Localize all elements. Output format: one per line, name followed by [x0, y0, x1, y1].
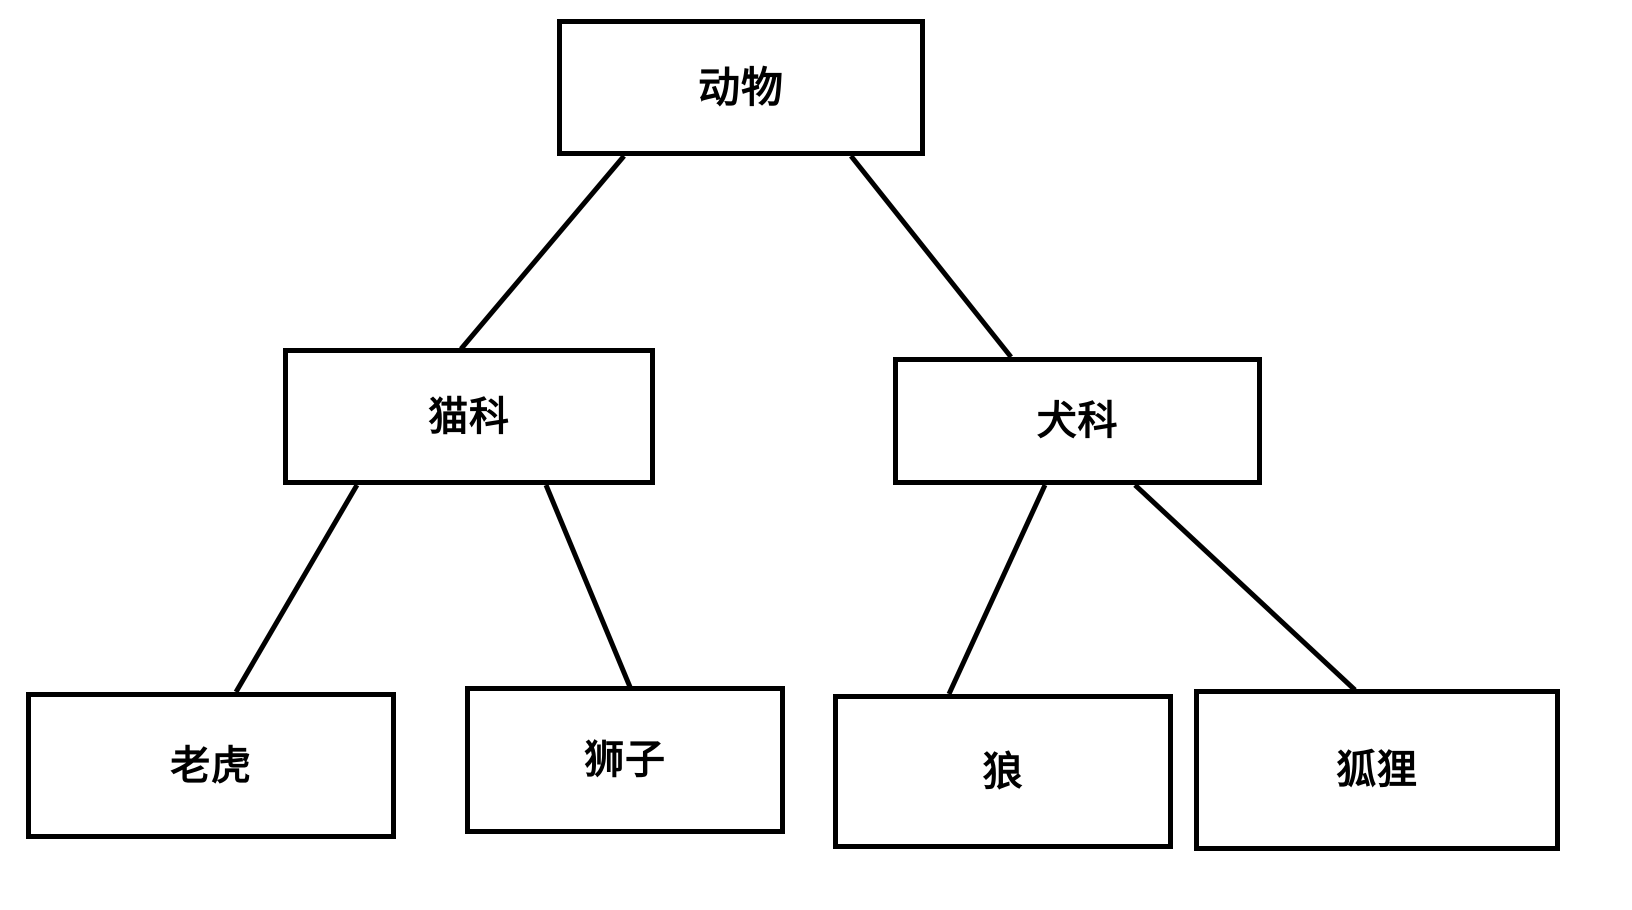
edge-root-to-canidae — [849, 154, 1013, 359]
node-lion[interactable]: 狮子 — [465, 686, 785, 834]
edge-felidae-to-tiger — [233, 483, 360, 694]
node-tiger-label: 老虎 — [170, 742, 252, 789]
node-felidae[interactable]: 猫科 — [283, 348, 655, 485]
node-wolf[interactable]: 狼 — [833, 694, 1173, 849]
node-lion-label: 狮子 — [584, 737, 666, 783]
edge-canidae-to-wolf — [946, 483, 1048, 696]
node-canidae-label: 犬科 — [1036, 398, 1119, 444]
edge-root-to-felidae — [459, 154, 626, 351]
node-animal[interactable]: 动物 — [557, 19, 925, 156]
edge-felidae-to-lion — [543, 484, 633, 688]
node-fox-label: 狐狸 — [1336, 747, 1418, 793]
node-felidae-label: 猫科 — [428, 393, 510, 440]
node-animal-label: 动物 — [698, 62, 784, 112]
node-wolf-label: 狼 — [982, 748, 1024, 795]
node-fox[interactable]: 狐狸 — [1194, 689, 1560, 851]
edge-canidae-to-fox — [1133, 483, 1357, 692]
node-canidae[interactable]: 犬科 — [893, 357, 1262, 485]
node-tiger[interactable]: 老虎 — [26, 692, 396, 839]
